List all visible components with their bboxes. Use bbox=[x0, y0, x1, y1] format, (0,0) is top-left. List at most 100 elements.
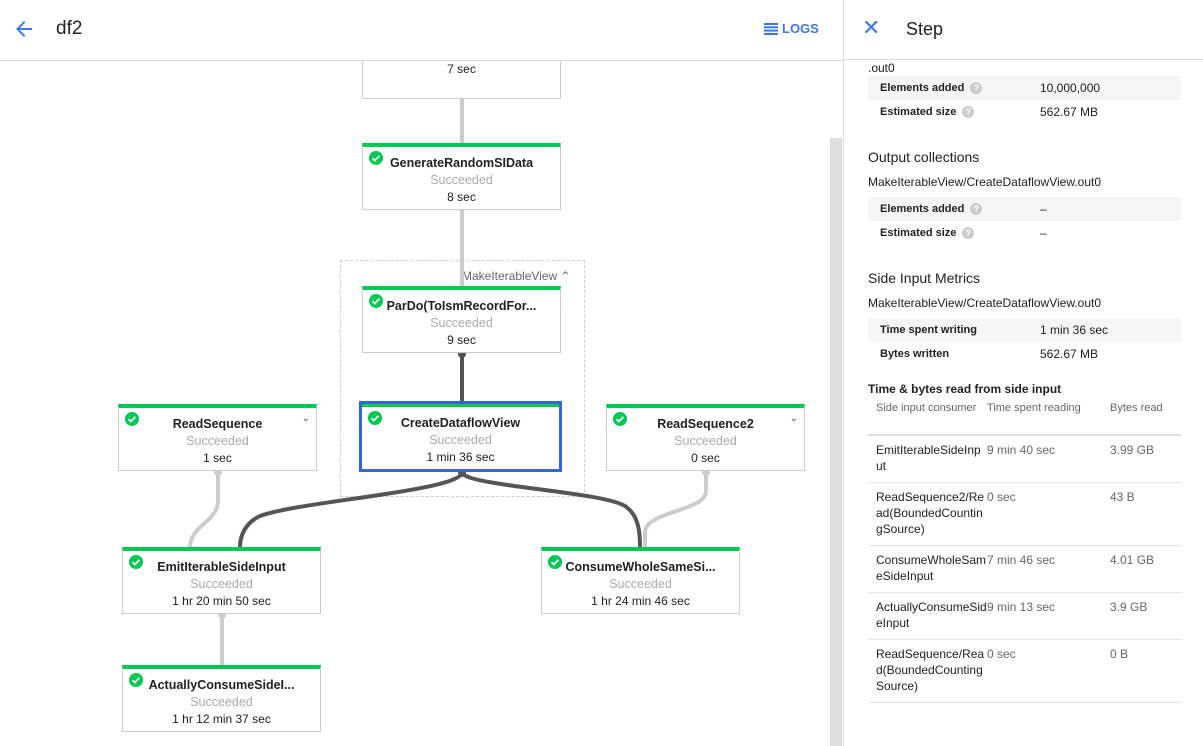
group-label[interactable]: MakeIterableView ⌃ bbox=[462, 269, 571, 283]
step-panel-title: Step bbox=[906, 19, 944, 39]
metric-value: – bbox=[1040, 226, 1047, 240]
consumer-cell: ActuallyConsumeSideInput bbox=[876, 600, 987, 630]
time-cell: 7 min 46 sec bbox=[987, 553, 1056, 567]
node-status: Succeeded bbox=[190, 695, 253, 709]
side-input-name: MakeIterableView/CreateDataflowView.out0 bbox=[868, 296, 1102, 310]
node-name: EmitIterableSideInput bbox=[157, 560, 286, 574]
check-circle-icon bbox=[369, 151, 383, 165]
metric-row: Estimated size? 562.67 MB bbox=[868, 100, 1181, 124]
node-duration: 8 sec bbox=[447, 190, 476, 204]
bytes-cell: 4.01 GB bbox=[1110, 553, 1155, 567]
close-icon[interactable]: ✕ bbox=[862, 15, 881, 40]
node-duration: 1 sec bbox=[203, 451, 232, 465]
metric-row: Time spent writing 1 min 36 sec bbox=[868, 318, 1181, 342]
node-status: Succeeded bbox=[190, 577, 253, 591]
column-header: Bytes read bbox=[1110, 402, 1163, 414]
job-title: df2 bbox=[56, 18, 83, 39]
side-input-metrics-title: Side Input Metrics bbox=[868, 270, 981, 286]
time-cell: 0 sec bbox=[987, 647, 1016, 661]
step-panel-header: ✕ Step bbox=[844, 0, 1203, 60]
time-cell: 9 min 13 sec bbox=[987, 600, 1056, 614]
logs-label: LOGS bbox=[782, 21, 819, 36]
node-duration: 1 hr 20 min 50 sec bbox=[172, 594, 271, 608]
graph-node-actuallyconsumesidei[interactable]: ActuallyConsumeSideI... Succeeded 1 hr 12 … bbox=[122, 665, 321, 732]
side-input-table: Side input consumer Time spent reading B… bbox=[868, 400, 1181, 703]
check-circle-icon bbox=[368, 411, 382, 425]
node-duration: 9 sec bbox=[447, 333, 476, 347]
metric-label: Time spent writing bbox=[880, 324, 977, 336]
chevron-down-icon[interactable]: ⌄ bbox=[789, 413, 798, 424]
metric-value: 10,000,000 bbox=[1040, 81, 1101, 95]
step-panel: ✕ Step .out0 Output collections MakeIter… bbox=[843, 0, 1203, 746]
metric-row: Estimated size? – bbox=[868, 221, 1181, 245]
output-collection-name: MakeIterableView/CreateDataflowView.out0 bbox=[868, 175, 1102, 189]
check-circle-icon bbox=[129, 673, 143, 687]
check-circle-icon bbox=[125, 412, 139, 426]
check-circle-icon bbox=[613, 412, 627, 426]
group-label-text: MakeIterableView bbox=[462, 269, 558, 283]
metric-value: 562.67 MB bbox=[1040, 105, 1099, 119]
metric-row: Elements added? – bbox=[868, 197, 1181, 221]
metric-label: Elements added bbox=[880, 82, 965, 94]
graph-scrollbar[interactable] bbox=[830, 138, 842, 746]
check-circle-icon bbox=[129, 555, 143, 569]
table-row: ReadSequence2/Read(BoundedCountingSource… bbox=[868, 483, 1181, 546]
node-name: CreateDataflowView bbox=[400, 416, 521, 430]
help-icon[interactable]: ? bbox=[962, 106, 975, 118]
node-duration: 1 min 36 sec bbox=[426, 450, 495, 464]
bytes-cell: 0 B bbox=[1110, 647, 1129, 661]
job-graph[interactable]: MakeIterableView ⌃ Succeeded7 secGenerat… bbox=[0, 61, 843, 746]
side-input-table-title: Time & bytes read from side input bbox=[868, 382, 1062, 396]
node-name: GenerateRandomSIData bbox=[389, 156, 534, 170]
metric-label: Bytes written bbox=[880, 348, 950, 360]
node-status: Succeeded bbox=[674, 434, 737, 448]
time-cell: 0 sec bbox=[987, 490, 1016, 504]
check-circle-icon bbox=[369, 294, 383, 308]
time-cell: 9 min 40 sec bbox=[987, 443, 1056, 457]
chevron-down-icon[interactable]: ⌄ bbox=[301, 413, 310, 424]
edge bbox=[238, 471, 464, 548]
node-status: Succeeded bbox=[430, 316, 493, 330]
column-header: Time spent reading bbox=[987, 402, 1081, 414]
node-duration: 7 sec bbox=[447, 62, 476, 76]
metric-row: Elements added? 10,000,000 bbox=[868, 76, 1181, 100]
edge bbox=[643, 471, 708, 547]
node-duration: 0 sec bbox=[691, 451, 720, 465]
consumer-cell: ReadSequence2/Read(BoundedCountingSource… bbox=[876, 490, 985, 536]
input-collection-name: .out0 bbox=[868, 61, 895, 75]
logs-button[interactable]: LOGS bbox=[764, 21, 819, 36]
node-name: ActuallyConsumeSideI... bbox=[148, 678, 295, 692]
metric-label: Estimated size bbox=[880, 227, 957, 239]
help-icon[interactable]: ? bbox=[970, 82, 983, 94]
help-icon[interactable]: ? bbox=[970, 203, 983, 215]
metric-label: Estimated size bbox=[880, 106, 957, 118]
list-icon bbox=[764, 22, 778, 35]
edge bbox=[460, 470, 642, 548]
help-icon[interactable]: ? bbox=[962, 227, 975, 239]
table-header: Side input consumer Time spent reading B… bbox=[868, 400, 1181, 436]
bytes-cell: 3.9 GB bbox=[1110, 600, 1148, 614]
node-status: Succeeded bbox=[430, 173, 493, 187]
check-circle-icon bbox=[548, 555, 562, 569]
node-status: Succeeded bbox=[609, 577, 672, 591]
graph-node[interactable]: Succeeded7 sec bbox=[362, 61, 561, 99]
consumer-cell: EmitIterableSideInput bbox=[876, 443, 981, 473]
metric-value: – bbox=[1040, 202, 1047, 216]
consumer-cell: ReadSequence/Read(BoundedCountingSource) bbox=[876, 647, 985, 693]
metric-label: Elements added bbox=[880, 203, 965, 215]
metric-value: 1 min 36 sec bbox=[1040, 323, 1109, 337]
node-duration: 1 hr 12 min 37 sec bbox=[172, 712, 271, 726]
chevron-up-icon[interactable]: ⌃ bbox=[560, 269, 571, 283]
back-arrow-icon[interactable] bbox=[12, 17, 36, 41]
edge bbox=[188, 471, 220, 548]
